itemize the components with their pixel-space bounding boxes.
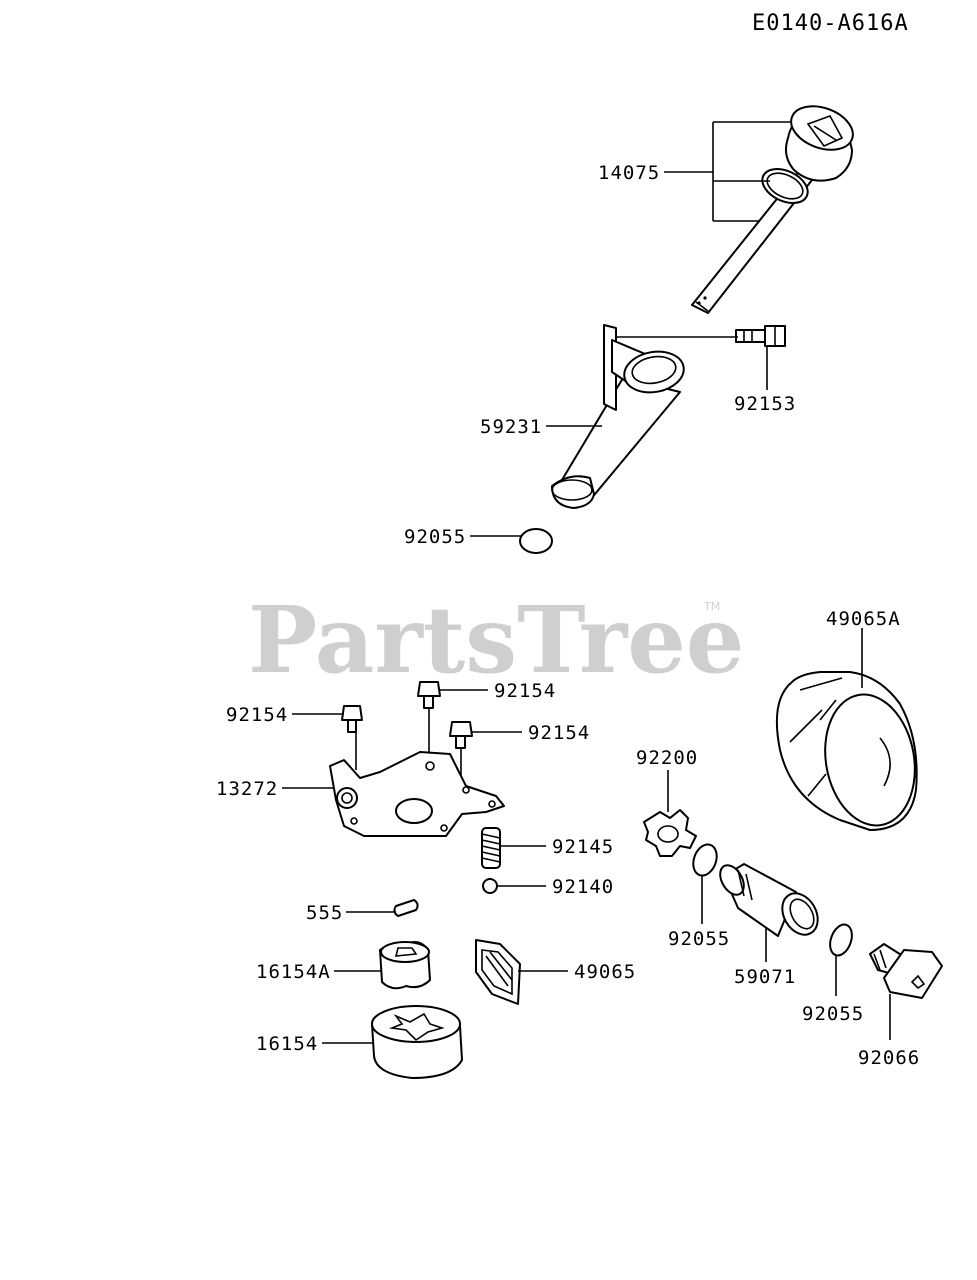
part-label[interactable]: 16154A: [256, 961, 331, 983]
part-label[interactable]: 92200: [636, 747, 698, 769]
part-inner-rotor[interactable]: [379, 941, 431, 990]
part-screen[interactable]: [475, 939, 521, 1005]
part-lock-washer[interactable]: [643, 809, 697, 857]
watermark-trademark: TM: [703, 600, 720, 613]
part-dipstick[interactable]: [691, 98, 859, 314]
part-label[interactable]: 49065: [574, 961, 636, 983]
part-label[interactable]: 49065A: [826, 608, 901, 630]
part-filler-tube[interactable]: [551, 324, 687, 509]
part-bolt-92154[interactable]: [341, 705, 363, 733]
part-label[interactable]: 16154: [256, 1033, 318, 1055]
part-label[interactable]: 92055: [404, 526, 466, 548]
part-drain-plug[interactable]: [869, 943, 943, 999]
part-label[interactable]: 59231: [480, 416, 542, 438]
part-o-ring[interactable]: [826, 922, 856, 959]
part-relief-plate[interactable]: [329, 751, 505, 837]
part-label[interactable]: 92140: [552, 876, 614, 898]
watermark: PartsTree: [248, 586, 744, 694]
part-oil-filter[interactable]: [775, 671, 925, 833]
part-bolt-92154[interactable]: [449, 721, 473, 749]
part-ball[interactable]: [482, 878, 498, 894]
part-label[interactable]: 92145: [552, 836, 614, 858]
part-spring[interactable]: [481, 827, 501, 869]
diagram-code: E0140-A616A: [752, 11, 909, 36]
part-label[interactable]: 13272: [216, 778, 278, 800]
part-label[interactable]: 92055: [802, 1003, 864, 1025]
part-outer-rotor[interactable]: [371, 1005, 463, 1079]
part-bolt-92153[interactable]: [735, 325, 786, 347]
part-label[interactable]: 92055: [668, 928, 730, 950]
part-label[interactable]: 92154: [528, 722, 590, 744]
part-label[interactable]: 555: [306, 902, 343, 924]
part-o-ring[interactable]: [689, 841, 721, 879]
callout-14075: [664, 121, 790, 222]
part-label[interactable]: 92154: [226, 704, 288, 726]
part-label[interactable]: 59071: [734, 966, 796, 988]
part-label[interactable]: 14075: [598, 162, 660, 184]
part-fitting-nipple[interactable]: [715, 861, 825, 941]
part-label[interactable]: 92066: [858, 1047, 920, 1069]
part-label[interactable]: 92153: [734, 393, 796, 415]
part-o-ring[interactable]: [519, 528, 553, 554]
part-bolt-92154[interactable]: [417, 681, 441, 709]
part-label[interactable]: 92154: [494, 680, 556, 702]
part-pin[interactable]: [393, 899, 419, 917]
